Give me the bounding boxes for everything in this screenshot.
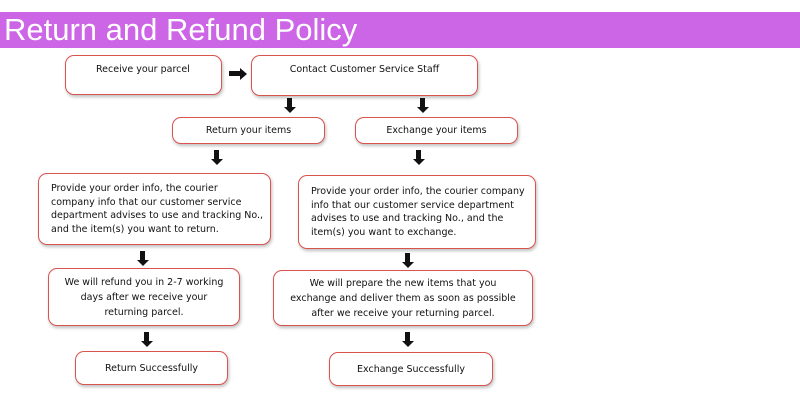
step-refund: We will refund you in 2-7 working days a…	[48, 268, 240, 326]
step-contact-staff: Contact Customer Service Staff	[251, 55, 478, 96]
step-return-items: Return your items	[172, 117, 325, 144]
step-exchange-items: Exchange your items	[355, 117, 518, 144]
step-return-info-label: Provide your order info, the courier com…	[51, 183, 264, 235]
step-exchange-successfully-label: Exchange Successfully	[357, 363, 465, 375]
arrow-contact-to-exchange	[416, 98, 429, 113]
step-return-successfully-label: Return Successfully	[104, 362, 199, 374]
arrow-exchange-info-to-prepare	[401, 253, 414, 268]
step-return-info: Provide your order info, the courier com…	[38, 173, 271, 245]
step-prepare-items-label: We will prepare the new items that you e…	[290, 277, 516, 319]
step-exchange-info-label: Provide your order info, the courier com…	[311, 186, 525, 238]
title-banner: Return and Refund Policy	[0, 12, 800, 48]
step-exchange-info: Provide your order info, the courier com…	[298, 175, 536, 249]
step-refund-label: We will refund you in 2-7 working days a…	[64, 276, 224, 318]
arrow-receive-to-contact	[229, 67, 247, 80]
arrow-exchange-to-info	[412, 150, 425, 165]
step-return-successfully: Return Successfully	[75, 351, 228, 385]
step-return-items-label: Return your items	[205, 125, 292, 136]
page-title: Return and Refund Policy	[4, 12, 358, 47]
arrow-refund-to-done	[140, 332, 153, 347]
step-prepare-items: We will prepare the new items that you e…	[273, 270, 533, 326]
step-exchange-successfully: Exchange Successfully	[329, 352, 493, 386]
step-receive-parcel-label: Receive your parcel	[96, 64, 190, 75]
arrow-return-info-to-refund	[136, 251, 149, 266]
step-receive-parcel: Receive your parcel	[65, 55, 222, 95]
arrow-prepare-to-done	[401, 332, 414, 347]
step-contact-staff-label: Contact Customer Service Staff	[289, 64, 440, 75]
arrow-return-to-info	[210, 150, 223, 165]
arrow-contact-to-return	[283, 98, 296, 113]
step-exchange-items-label: Exchange your items	[386, 125, 487, 136]
